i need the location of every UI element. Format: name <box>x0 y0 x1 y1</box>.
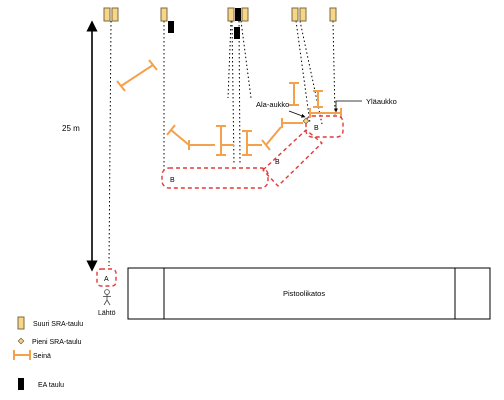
legend-wall-icon <box>13 350 31 360</box>
large-target <box>291 7 299 22</box>
ea-target <box>168 21 174 33</box>
pistol-shelter <box>127 267 491 320</box>
wall <box>242 130 252 156</box>
shooter-icon <box>103 289 111 306</box>
ea-target <box>235 8 241 21</box>
walls <box>116 59 342 156</box>
wall <box>188 140 215 150</box>
zone-b-top <box>305 115 344 138</box>
small-target <box>302 117 310 125</box>
sight-lines <box>108 20 336 267</box>
large-target <box>103 7 111 22</box>
wall <box>116 59 158 92</box>
legend-wall-label: Seinä <box>33 353 51 360</box>
legend-large-target-label: Suuri SRA-taulu <box>33 321 83 328</box>
wall <box>313 90 323 108</box>
zone-a <box>96 268 117 287</box>
pistol-shelter-label: Pistoolikatos <box>283 289 325 298</box>
upper-opening-label: Yläaukko <box>366 97 397 106</box>
wall <box>216 125 226 156</box>
zone-b-left <box>161 167 269 189</box>
legend-ea-target-icon <box>18 378 24 390</box>
legend-large-target-icon <box>17 316 25 330</box>
wall <box>166 124 190 146</box>
large-target <box>329 7 337 22</box>
legend-ea-target-label: EA taulu <box>38 382 64 389</box>
large-target <box>299 7 307 22</box>
upper-opening-arrow <box>334 100 362 113</box>
large-targets <box>103 7 337 22</box>
zones <box>96 115 344 287</box>
start-label: Lähtö <box>98 310 116 317</box>
large-target <box>241 7 249 22</box>
legend-small-target-icon <box>17 337 25 345</box>
zone-b-label: B <box>275 159 280 166</box>
wall <box>289 82 299 106</box>
large-target <box>111 7 119 22</box>
zone-b-diagonal <box>262 129 323 187</box>
zone-b-label: B <box>170 177 175 184</box>
lower-opening-arrow <box>288 110 306 118</box>
zone-b-label: B <box>314 125 319 132</box>
wall <box>309 108 342 118</box>
ea-target <box>234 27 240 39</box>
legend-small-target-label: Pieni SRA-taulu <box>32 339 82 346</box>
start-marker-label: A <box>104 276 109 283</box>
ea-targets <box>168 8 241 39</box>
large-target <box>160 7 168 22</box>
lower-opening-label: Ala-aukko <box>256 100 289 109</box>
large-target <box>227 7 235 22</box>
wall <box>281 118 303 128</box>
distance-label: 25 m <box>62 124 80 133</box>
legend: Suuri SRA-taulu Pieni SRA-taulu Seinä EA… <box>13 316 83 390</box>
wall <box>261 126 282 151</box>
